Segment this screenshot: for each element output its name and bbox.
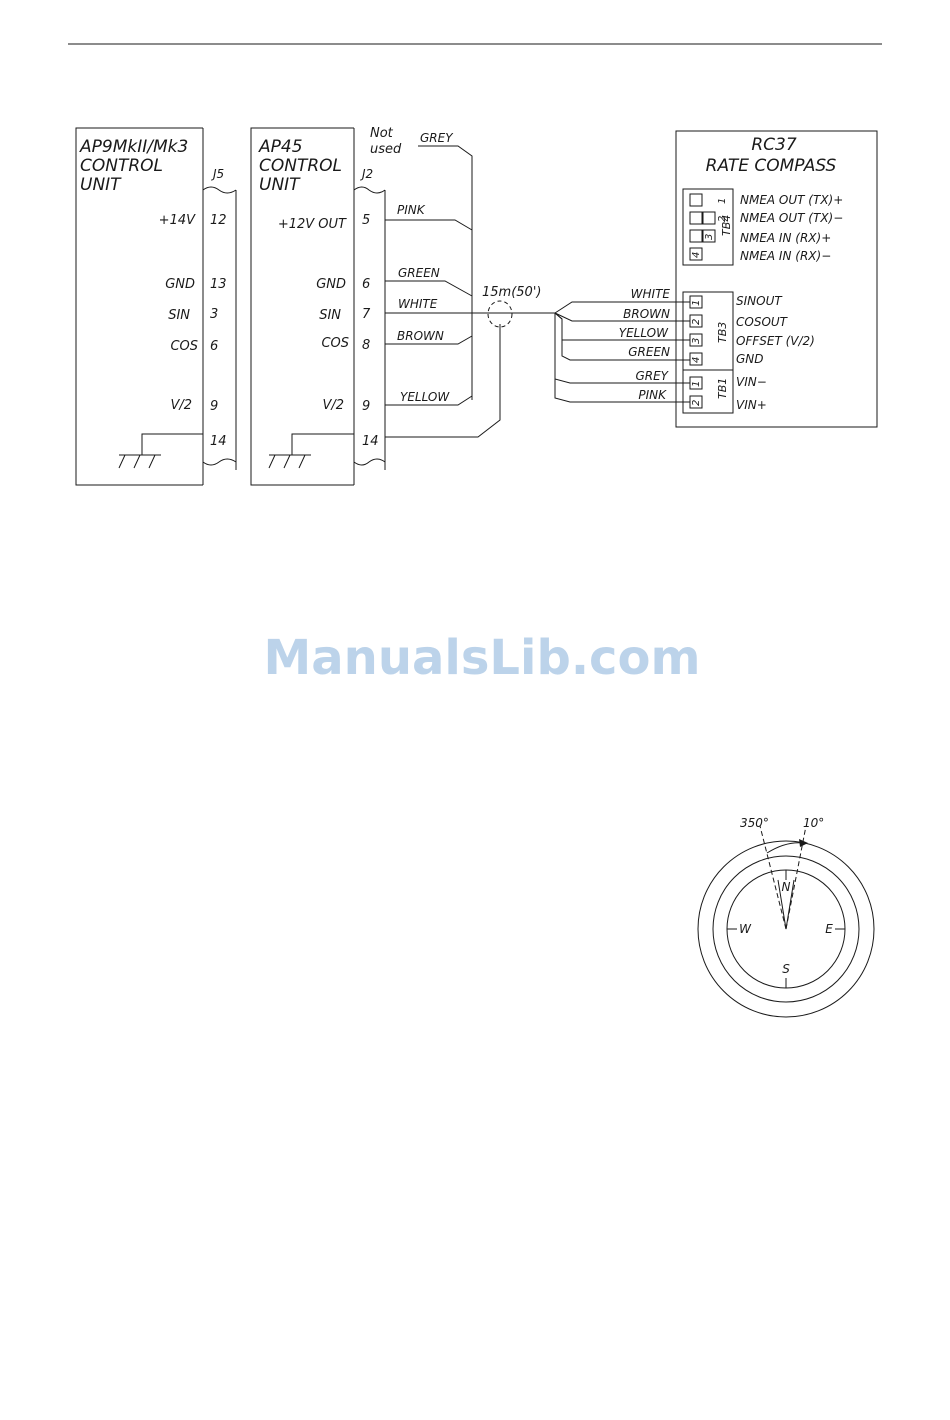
tb3-label-1: SINOUT bbox=[736, 294, 783, 308]
ap45-pin-num-6: 6 bbox=[362, 277, 370, 292]
rc37-wire-grey: GREY bbox=[635, 369, 669, 383]
ap9-pin-num-12: 12 bbox=[210, 213, 227, 228]
tb4-label-4: NMEA IN (RX)− bbox=[740, 249, 831, 263]
ap9-pin-label-gnd: GND bbox=[165, 277, 195, 292]
ap9-title-line3: UNIT bbox=[80, 175, 122, 195]
tb1-label-2: VIN+ bbox=[736, 398, 767, 412]
ap45-ground-symbol bbox=[268, 433, 354, 469]
wire-label-brown: BROWN bbox=[397, 329, 444, 343]
ap9-pin-label-sin: SIN bbox=[168, 308, 190, 323]
wire-label-pink: PINK bbox=[397, 203, 426, 217]
ap45-wire-grey: GREY bbox=[420, 131, 454, 145]
ap45-pin-num-5: 5 bbox=[362, 213, 370, 228]
tb4-num-3: 3 bbox=[704, 234, 715, 240]
tb3-label-2: COSOUT bbox=[736, 315, 789, 329]
tb4-num-4: 4 bbox=[691, 252, 702, 258]
tb4-label-3: NMEA IN (RX)+ bbox=[740, 231, 831, 245]
ap9-pin-num-14: 14 bbox=[210, 434, 227, 449]
ap45-title-line2: CONTROL bbox=[259, 156, 342, 176]
rc37-wire-green: GREEN bbox=[628, 345, 670, 359]
ap9-ground-symbol bbox=[118, 433, 203, 469]
tb3-num-2: 2 bbox=[691, 319, 702, 325]
angle-label-10: 10° bbox=[803, 816, 824, 830]
ap9-title-line2: CONTROL bbox=[80, 156, 163, 176]
tb3-label-4: GND bbox=[736, 352, 764, 366]
ap45-title-line3: UNIT bbox=[259, 175, 301, 195]
tb3-num-3: 3 bbox=[691, 338, 702, 344]
compass-outer-ring bbox=[697, 840, 875, 1018]
ap9-pin-num-6: 6 bbox=[210, 339, 218, 354]
tb3-label-3: OFFSET (V/2) bbox=[736, 334, 815, 348]
offset-arc-arrowhead bbox=[799, 839, 808, 847]
tb4-label-1: NMEA OUT (TX)+ bbox=[740, 193, 843, 207]
ap45-pin-label-12v: +12V OUT bbox=[278, 217, 347, 232]
ap9-pin-label-cos: COS bbox=[170, 339, 198, 354]
watermark: ManualsLib.com bbox=[264, 630, 701, 686]
rc37-wire-brown: BROWN bbox=[623, 307, 670, 321]
tb3-terminal-block: 1 2 3 4 TB3 bbox=[682, 291, 734, 371]
not-used-line2: used bbox=[370, 142, 402, 157]
ap45-pin-label-v2: V/2 bbox=[322, 398, 344, 413]
tb4-terminal-block: 1 2 3 4 TB4 bbox=[682, 188, 734, 266]
tb4-label-2: NMEA OUT (TX)− bbox=[740, 211, 843, 225]
compass-south-label: S bbox=[782, 962, 790, 976]
bearing-line-10 bbox=[785, 825, 807, 930]
rc37-wires bbox=[554, 301, 690, 403]
compass-middle-ring bbox=[712, 855, 860, 1003]
ap45-pin-num-8: 8 bbox=[362, 338, 370, 353]
ap9-connector-label: J5 bbox=[211, 167, 224, 181]
ap45-connector-label: J2 bbox=[360, 167, 373, 181]
ap9-pin-num-9: 9 bbox=[210, 399, 218, 414]
compass-rose: 350° 10° N S E W bbox=[697, 816, 875, 1018]
angle-label-350: 350° bbox=[740, 816, 769, 830]
tb3-num-1: 1 bbox=[691, 300, 702, 306]
ap45-pin-label-gnd: GND bbox=[316, 277, 346, 292]
cable-length-label: 15m(50') bbox=[482, 285, 541, 300]
cable-bundle-marker bbox=[487, 300, 513, 328]
ap45-pin-num-7: 7 bbox=[362, 307, 371, 322]
compass-east-label: E bbox=[825, 922, 833, 936]
tb4-num-1: 1 bbox=[717, 198, 728, 204]
north-pointer bbox=[777, 879, 795, 930]
tb3-name: TB3 bbox=[716, 322, 729, 343]
ap45-control-unit: AP45 CONTROL UNIT J2 +12V OUT 5 GND 6 SI… bbox=[250, 127, 386, 486]
compass-north-label: N bbox=[782, 880, 791, 894]
wire-label-green: GREEN bbox=[398, 266, 440, 280]
tb1-name: TB1 bbox=[716, 378, 729, 399]
wire-label-yellow: YELLOW bbox=[400, 390, 450, 404]
tb1-terminal-block: 1 2 TB1 bbox=[682, 369, 734, 414]
ap45-wires bbox=[385, 145, 555, 438]
tb3-num-4: 4 bbox=[691, 357, 702, 363]
bearing-line-350 bbox=[759, 825, 787, 930]
ap9-title-line1: AP9MkII/Mk3 bbox=[79, 137, 188, 157]
rc37-rate-compass: RC37 RATE COMPASS 1 2 3 4 TB4 NMEA OUT (… bbox=[675, 130, 878, 428]
tb1-num-2: 2 bbox=[691, 400, 702, 406]
wire-label-white: WHITE bbox=[398, 297, 438, 311]
ap9-pin-label-14v: +14V bbox=[159, 213, 196, 228]
tb1-label-1: VIN− bbox=[736, 375, 767, 389]
compass-west-label: W bbox=[739, 922, 752, 936]
ap45-title-line1: AP45 bbox=[258, 137, 303, 157]
ap45-pin-label-cos: COS bbox=[321, 336, 349, 351]
ap45-pin-label-sin: SIN bbox=[319, 308, 341, 323]
not-used-line1: Not bbox=[370, 126, 394, 141]
ap9-pin-label-v2: V/2 bbox=[170, 398, 192, 413]
tb4-name: TB4 bbox=[720, 215, 733, 236]
rc37-wire-yellow: YELLOW bbox=[619, 326, 669, 340]
tb1-num-1: 1 bbox=[691, 381, 702, 387]
ap45-pin-num-14: 14 bbox=[362, 434, 379, 449]
ap45-pin-num-9: 9 bbox=[362, 399, 370, 414]
rc37-wire-pink: PINK bbox=[638, 388, 667, 402]
ap9-control-unit: AP9MkII/Mk3 CONTROL UNIT J5 +14V 12 GND … bbox=[75, 127, 237, 486]
ap9-pin-num-13: 13 bbox=[210, 277, 227, 292]
tb4-num-2: 2 bbox=[717, 216, 728, 222]
ap9-pin-num-3: 3 bbox=[210, 307, 218, 322]
rc37-title-line1: RC37 bbox=[751, 135, 796, 155]
rc37-title-line2: RATE COMPASS bbox=[706, 156, 837, 176]
rc37-wire-white: WHITE bbox=[631, 287, 671, 301]
offset-arc bbox=[766, 842, 805, 854]
